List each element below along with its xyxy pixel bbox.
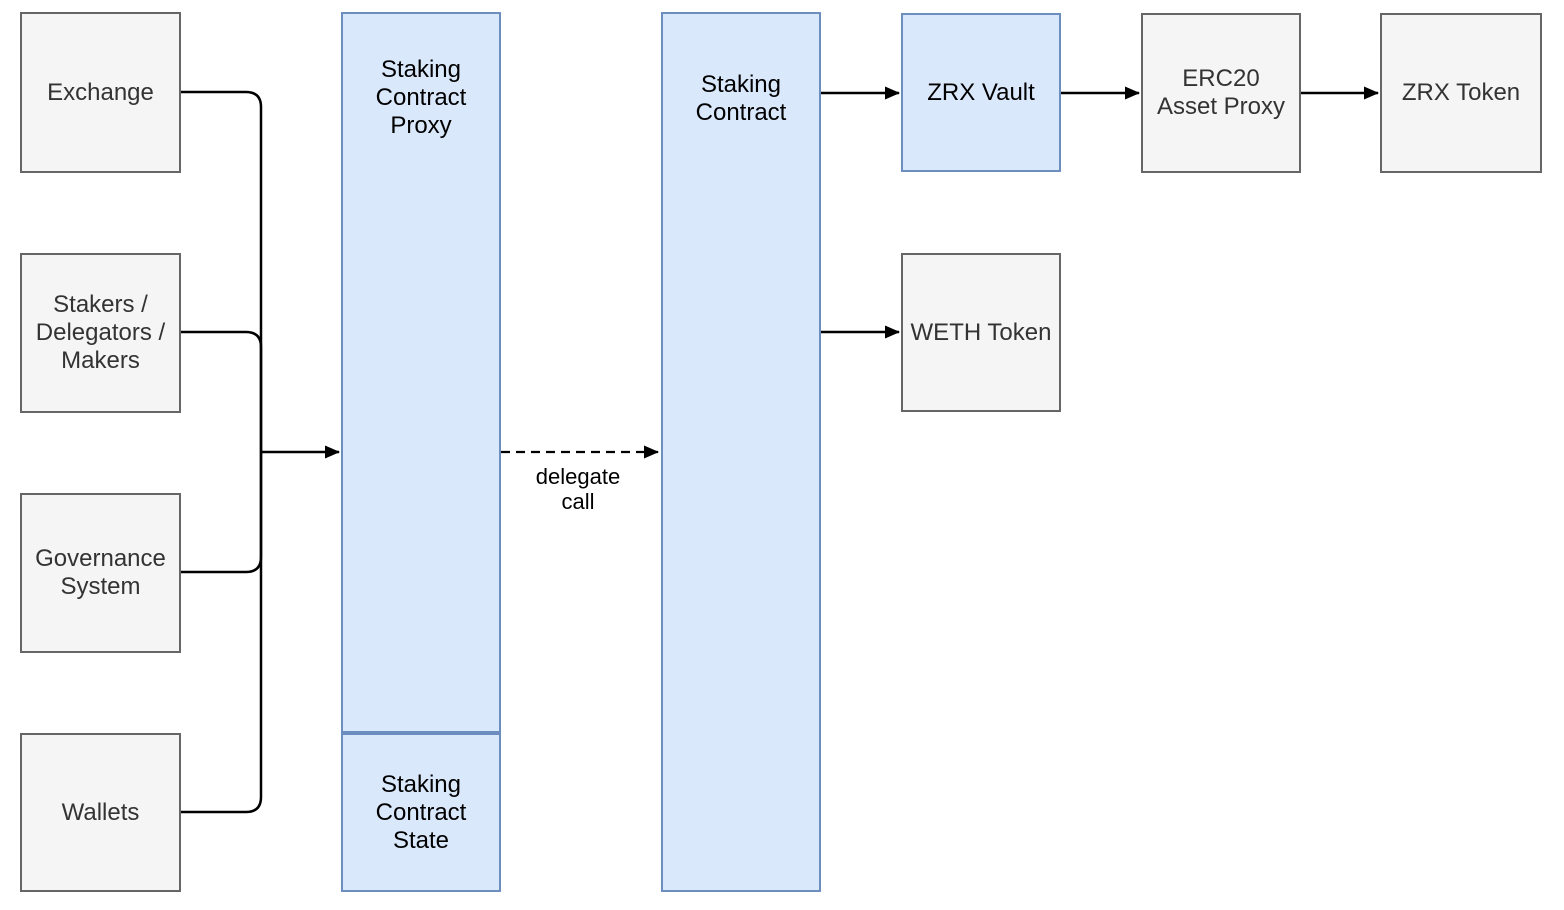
node-zrx-vault: ZRX Vault xyxy=(901,13,1061,172)
edge-stakers-to-trunk xyxy=(181,330,263,452)
node-zrx-vault-label: ZRX Vault xyxy=(927,78,1035,106)
node-staking-contract-state-label: Staking Contract State xyxy=(375,770,467,854)
edge-governance-to-trunk xyxy=(181,452,263,574)
node-staking-contract-label: Staking Contract xyxy=(695,71,787,126)
node-erc20-asset-proxy-label: ERC20 Asset Proxy xyxy=(1156,65,1286,120)
node-wallets-label: Wallets xyxy=(61,798,140,826)
edge-exchange-to-trunk xyxy=(181,90,263,452)
node-weth-token: WETH Token xyxy=(901,253,1061,412)
node-zrx-token-label: ZRX Token xyxy=(1401,79,1521,106)
node-governance-system-label: Governance System xyxy=(35,545,166,600)
edge-label-delegate-call: delegate call xyxy=(535,464,621,514)
node-exchange-label: Exchange xyxy=(47,78,154,106)
node-wallets: Wallets xyxy=(20,733,181,892)
node-staking-contract-proxy-label: Staking Contract Proxy xyxy=(375,56,467,139)
node-erc20-asset-proxy: ERC20 Asset Proxy xyxy=(1141,13,1301,173)
node-zrx-token: ZRX Token xyxy=(1380,13,1542,173)
node-staking-contract-proxy: Staking Contract Proxy xyxy=(341,12,501,733)
node-exchange: Exchange xyxy=(20,12,181,173)
node-staking-contract-state: Staking Contract State xyxy=(341,733,501,892)
edge-wallets-to-trunk xyxy=(181,452,263,814)
node-governance-system: Governance System xyxy=(20,493,181,653)
node-stakers-delegators-makers-label: Stakers / Delegators / Makers xyxy=(35,291,166,374)
node-stakers-delegators-makers: Stakers / Delegators / Makers xyxy=(20,253,181,413)
node-staking-contract: Staking Contract xyxy=(661,12,821,892)
node-weth-token-label: WETH Token xyxy=(910,318,1052,346)
